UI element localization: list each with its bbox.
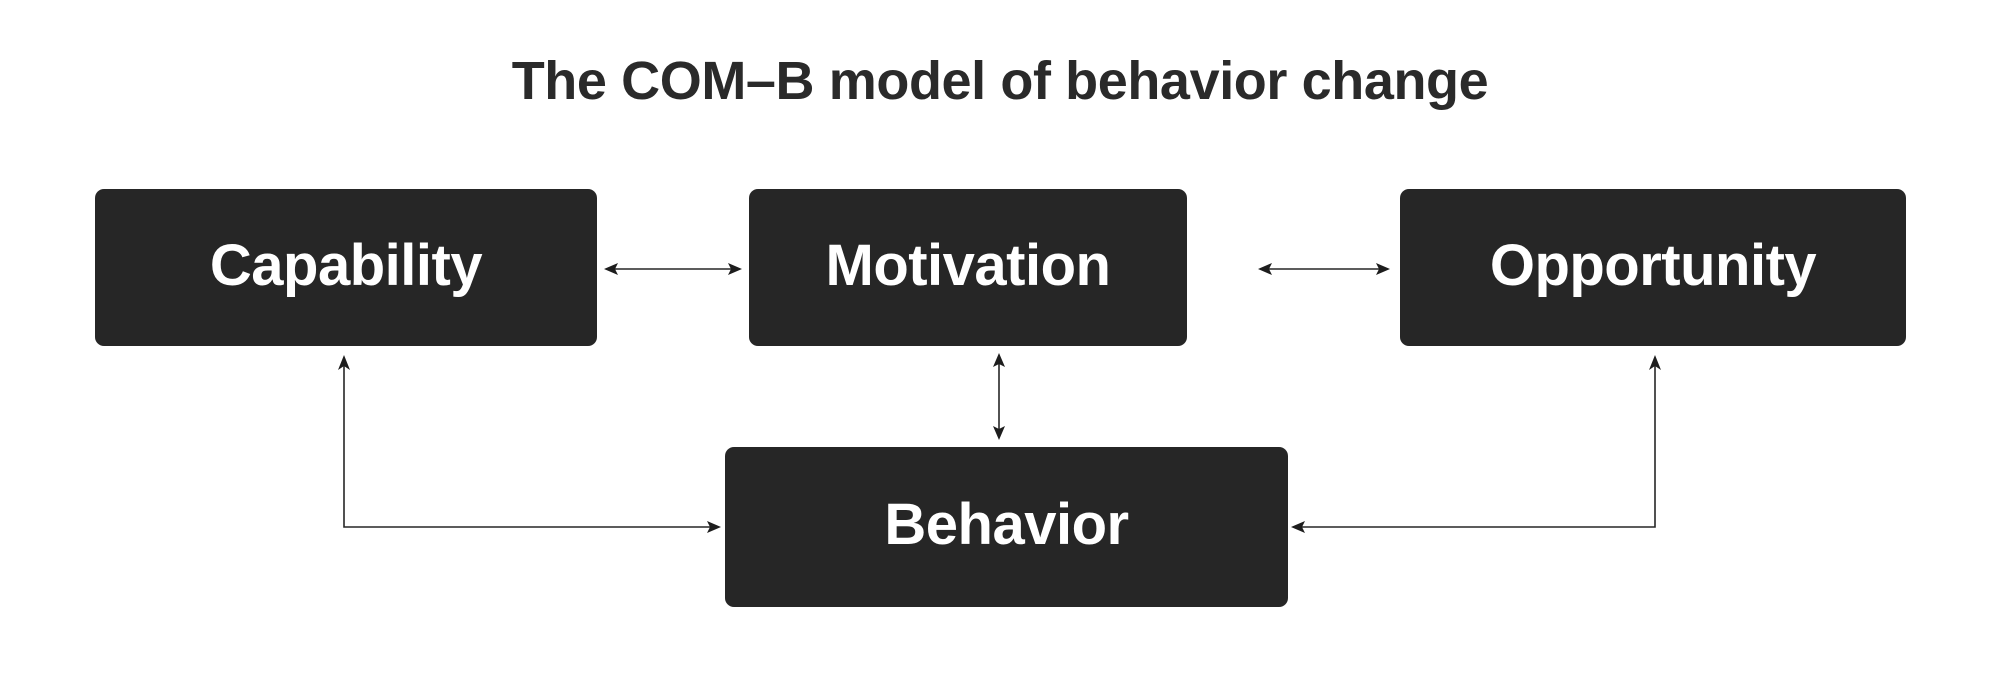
page-title: The COM–B model of behavior change (511, 51, 1489, 111)
connector-behavior-opportunity (1291, 355, 1661, 533)
connector-motivation-behavior (993, 353, 1005, 440)
node-behavior-label: Behavior (884, 492, 1129, 557)
node-motivation-label: Motivation (825, 232, 1111, 298)
node-behavior[interactable]: Behavior (725, 447, 1288, 607)
node-capability-label: Capability (209, 232, 483, 298)
connector-capability-motivation (604, 263, 742, 275)
node-opportunity-label: Opportunity (1489, 232, 1817, 298)
node-opportunity[interactable]: Opportunity (1400, 189, 1906, 346)
connector-motivation-opportunity (1258, 263, 1390, 275)
node-motivation[interactable]: Motivation (749, 189, 1187, 346)
connector-behavior-capability (338, 355, 721, 533)
node-capability[interactable]: Capability (95, 189, 597, 346)
